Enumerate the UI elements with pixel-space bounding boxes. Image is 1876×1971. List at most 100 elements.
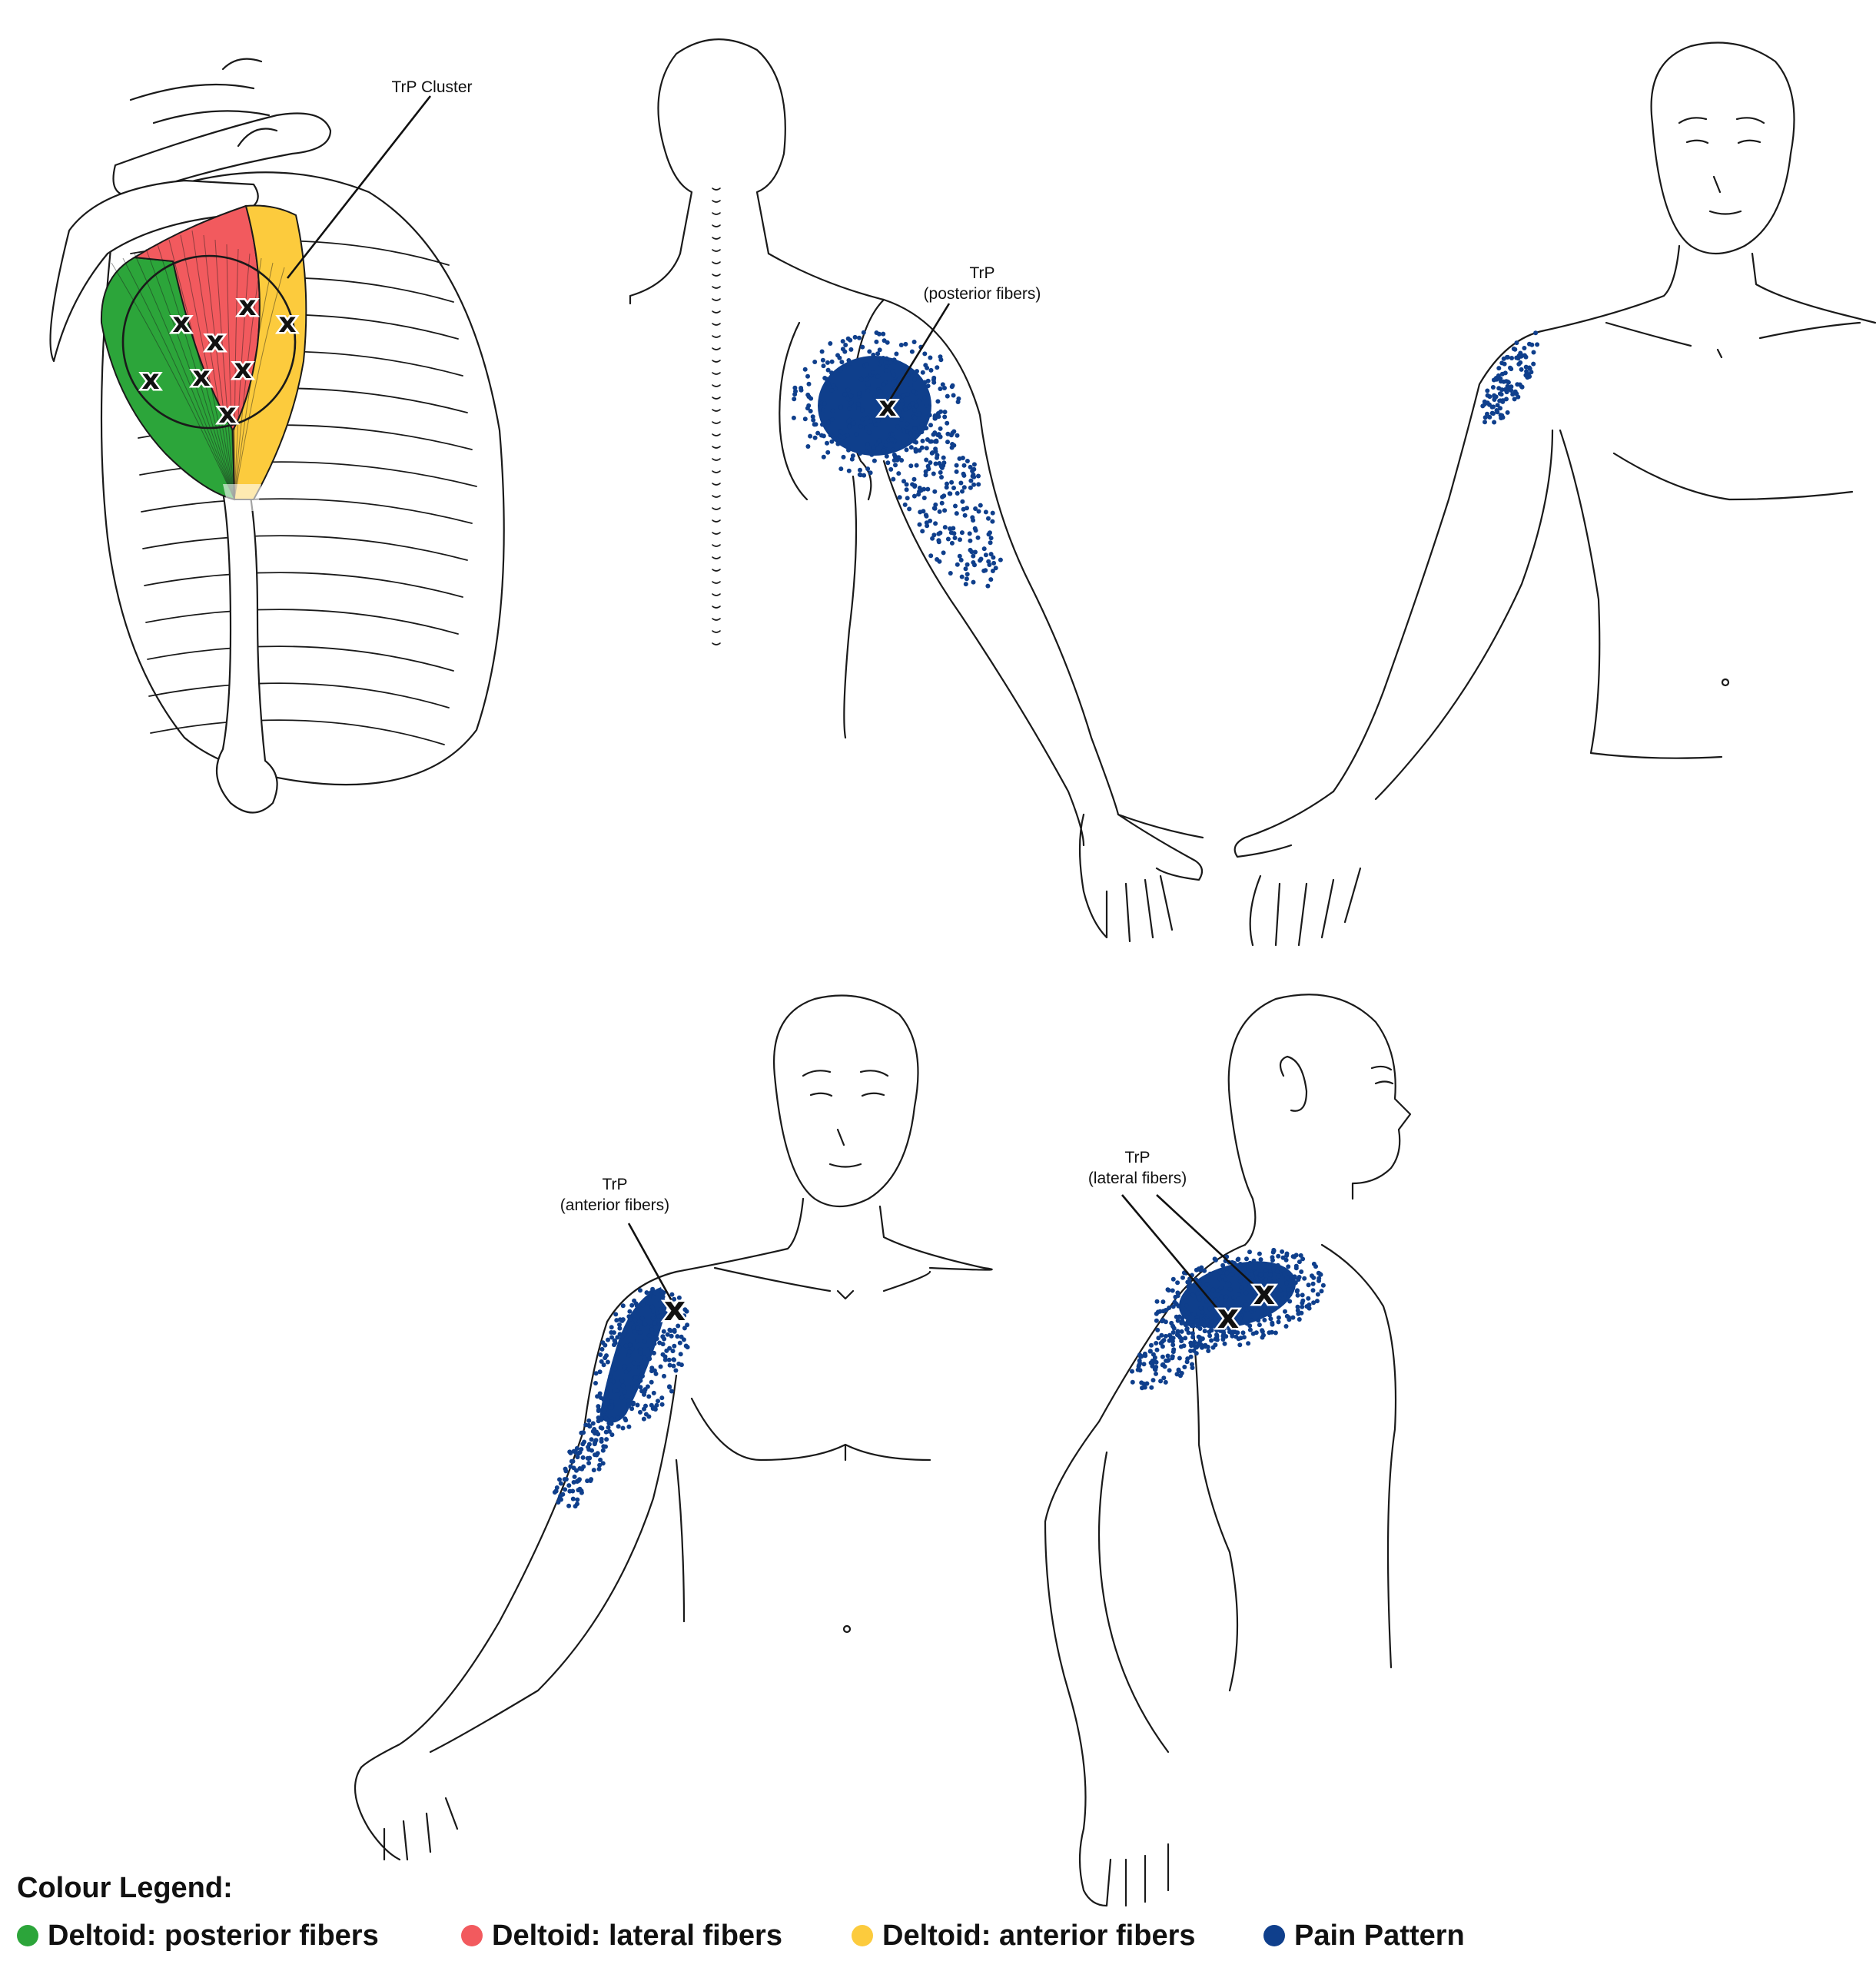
pain-dot [626,1403,632,1409]
pain-dot [845,433,850,438]
pain-dot [1187,1310,1191,1316]
pain-dot [873,422,878,427]
pain-dot [821,454,826,460]
pain-dot [829,439,835,444]
pain-dot [919,430,925,435]
pain-dot [1179,1329,1184,1334]
pain-dot [843,343,848,347]
deltoid-fiber-lines [111,230,285,500]
pain-dot [672,1296,677,1302]
pain-dot [905,421,910,426]
pain-dot [938,470,943,475]
pain-dot [642,1339,647,1344]
pain-dot [938,426,943,431]
pain-dot [908,437,913,443]
pain-dot [1248,1318,1253,1323]
pain-dot [903,407,908,412]
rib [142,535,468,561]
pain-dot [838,404,843,410]
pain-dot [1531,361,1536,367]
pain-dot [598,1425,603,1430]
head-front-2 [773,994,919,1207]
pain-dot [1222,1302,1227,1308]
pain-dot [848,347,854,352]
pain-dot [1263,1268,1269,1273]
pain-dot [1253,1330,1259,1336]
pain-dot [1283,1296,1288,1301]
pain-dot [835,353,840,358]
pain-dot [865,442,870,447]
pain-dot [619,1379,625,1384]
pain-dot [1217,1269,1223,1275]
pain-dot [1195,1290,1200,1296]
pain-dot [1515,382,1520,387]
pain-dot [832,436,838,441]
pain-dot [925,486,931,492]
trp-cluster-circle [121,254,297,430]
pain-dot [831,383,836,389]
panel-lateral-view: TrP (lateral fibers) [1044,994,1412,1907]
pain-dot [1270,1249,1276,1255]
pain-dot [865,388,871,393]
pain-dot [955,491,960,496]
pain-dot [1297,1317,1302,1322]
pain-dot [941,455,946,460]
pain-dot [978,503,983,508]
pain-dot [877,438,882,443]
pain-dot [949,384,955,390]
pain-dot [957,456,962,461]
pain-dot [553,1488,559,1494]
pain-dot [991,560,997,566]
pain-dot [1241,1266,1247,1272]
pain-dot [1314,1299,1320,1304]
pain-dot [897,495,902,500]
pain-dot [805,373,810,379]
legend-item-posterior: Deltoid: posterior fibers [17,1916,379,1955]
pain-dot [1137,1362,1142,1368]
legend-item-anterior: Deltoid: anterior fibers [852,1916,1196,1955]
pain-dot [1207,1329,1212,1335]
pain-dot [1249,1306,1254,1311]
pain-dot [1140,1385,1144,1391]
pain-dot [899,398,905,403]
pain-dot [633,1301,639,1306]
pain-dot [1238,1316,1243,1322]
pain-dot [976,482,981,487]
pain-dot [1283,1257,1289,1263]
pain-dot [932,413,938,418]
pain-dot [921,496,927,500]
pain-dot [1265,1307,1270,1312]
pain-dot [1276,1315,1281,1320]
pain-dot [904,482,909,487]
pain-dot [892,379,897,384]
pain-dot [1227,1326,1232,1332]
pain-dot [602,1409,607,1414]
pain-dot [922,351,928,357]
chest-2 [675,1266,931,1623]
pain-dot [557,1477,562,1482]
pain-dot [672,1343,677,1349]
pain-dot [967,531,972,536]
pain-dot [667,1384,672,1389]
spine-mark [712,606,721,609]
pain-dot [1300,1300,1305,1306]
pain-dot [986,516,991,521]
pain-dot [884,364,889,369]
pain-dot [825,450,831,455]
pain-dot [1247,1260,1253,1266]
pain-dot [640,1373,645,1379]
pain-dot [938,357,944,363]
pain-dot [933,446,938,452]
pain-dot [1185,1319,1190,1324]
spine-mark [712,212,721,215]
pain-dot [952,536,958,540]
pain-dot [596,1466,602,1472]
pain-dot [932,430,938,436]
pain-dot [1174,1302,1179,1306]
pain-dot [1260,1328,1265,1333]
pain-dot [882,390,888,395]
legend-item-lateral: Deltoid: lateral fibers [461,1916,782,1955]
trp-marker: x [278,307,296,339]
pain-dot [923,469,928,474]
fiber-line [214,239,235,500]
